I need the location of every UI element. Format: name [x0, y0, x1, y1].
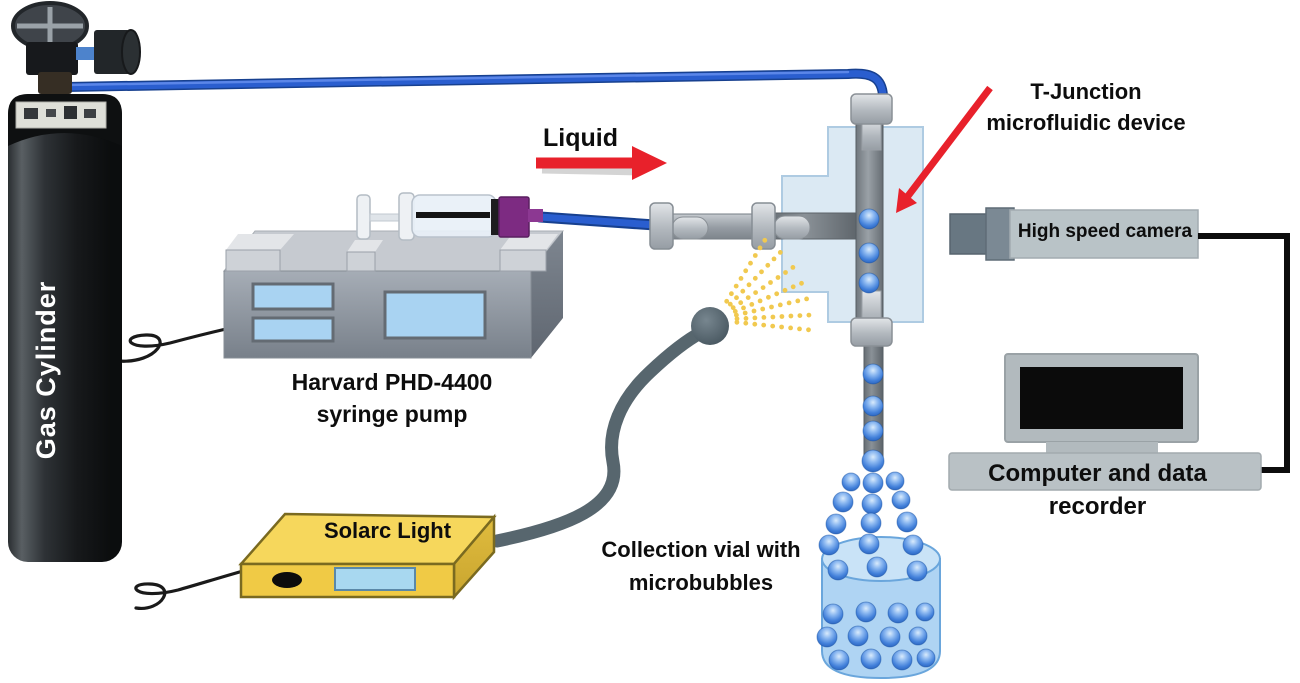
t-junction-label: T-Junction microfluidic device: [972, 76, 1200, 138]
bottom-nut: [850, 317, 893, 347]
computer-label-line2: recorder: [1048, 493, 1147, 520]
monitor-stand: [1046, 442, 1158, 454]
microbubbles: [816, 208, 936, 671]
high-speed-camera-label: High speed camera: [1017, 221, 1193, 242]
cylinder-fitting: [38, 72, 72, 94]
syringe: [356, 192, 543, 241]
syringe-cap: [498, 196, 530, 238]
gas-cylinder: [8, 1, 141, 562]
collection-vial-label-line1: Collection vial with: [601, 537, 801, 562]
monitor-screen: [1020, 367, 1183, 429]
valve-regulator: [26, 42, 78, 75]
collection-vial-label: Collection vial with microbubbles: [576, 533, 826, 599]
gas-tubing: [61, 68, 888, 109]
t-junction-arrow: [896, 85, 993, 213]
pump-indicator-slot: [251, 282, 335, 311]
pressure-gauge: [94, 30, 130, 74]
liquid-flow-label: Liquid: [543, 124, 618, 152]
inlet-flange: [751, 202, 776, 250]
syringe-pump-label: Harvard PHD-4400 syringe pump: [248, 366, 536, 430]
t-junction-label-line1: T-Junction: [1030, 79, 1142, 104]
pump-power-cord: [116, 327, 228, 363]
syringe-pump-label-line1: Harvard PHD-4400: [291, 369, 493, 395]
solarc-light-label: Solarc Light: [323, 518, 452, 543]
computer-label-line1: Computer and data: [988, 460, 1207, 487]
liquid-tubing: [534, 211, 661, 231]
collection-vial-label-line2: microbubbles: [628, 570, 774, 595]
solarc-display: [334, 567, 416, 591]
cylinder-body: [8, 94, 122, 562]
high-speed-camera: [949, 207, 1199, 261]
light-guide-tip: [691, 307, 729, 345]
solarc-power-cord: [134, 569, 245, 610]
solarc-button: [272, 572, 302, 588]
inlet-fittings: [649, 202, 861, 250]
syringe-pump-label-line2: syringe pump: [316, 401, 468, 427]
inlet-flange: [649, 202, 674, 250]
gas-cylinder-label: Gas Cylinder: [31, 280, 61, 460]
pump-indicator-slot: [251, 316, 335, 343]
camera-body: [1009, 209, 1199, 259]
syringe-pump: [222, 230, 565, 359]
camera-lens-front: [949, 213, 989, 255]
light-beam-dots: [724, 237, 812, 333]
pump-display: [383, 290, 487, 340]
computer: [948, 353, 1262, 491]
recorder-base: [948, 452, 1262, 491]
camera-cable: [1198, 233, 1290, 473]
t-junction-label-line2: microfluidic device: [986, 110, 1186, 135]
light-guide: [490, 307, 729, 548]
top-nut: [850, 93, 893, 125]
computer-label: Computer and data recorder: [980, 457, 1215, 523]
solarc-light: [238, 512, 497, 601]
liquid-arrow: [536, 146, 667, 180]
